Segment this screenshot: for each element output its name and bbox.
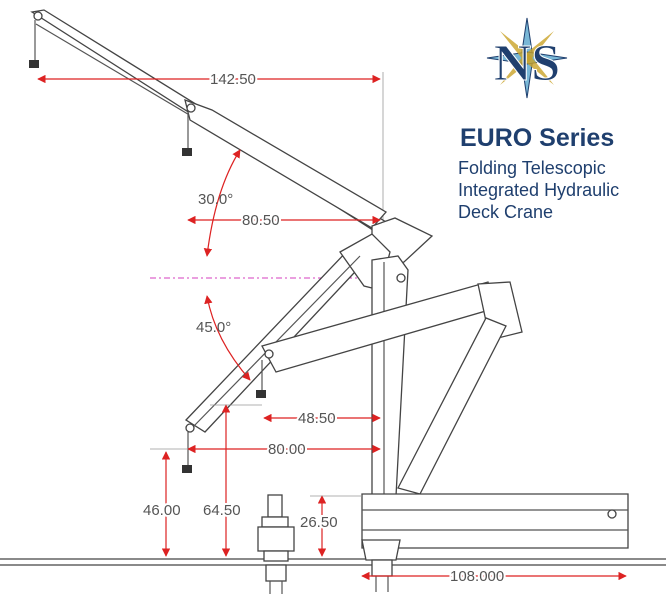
dim-reach-upper: 80.50	[242, 212, 280, 229]
logo-letters: NS	[494, 35, 560, 92]
dim-height-hook-low: 46.00	[143, 502, 181, 519]
boom-position-low	[256, 281, 523, 495]
deck-line	[0, 558, 666, 566]
boom-position-upper	[29, 9, 434, 271]
dim-stowed-length: 108.000	[450, 568, 504, 585]
subtitle-line-3: Deck Crane	[458, 202, 553, 222]
dim-height-hook-mid: 64.50	[203, 502, 241, 519]
dim-angle-upper: 30.0°	[198, 191, 233, 208]
dim-reach-max: 142.50	[210, 71, 256, 88]
series-title: EURO Series	[460, 124, 614, 152]
subtitle-line-1: Folding Telescopic	[458, 158, 606, 178]
dimension-lines	[37, 74, 627, 581]
compass-logo: NS	[486, 17, 568, 99]
dim-reach-mid-short: 48.50	[298, 410, 336, 427]
dim-reach-mid: 80.00	[268, 441, 306, 458]
dim-height-base: 26.50	[300, 514, 338, 531]
boom-position-stowed	[361, 493, 629, 592]
subtitle-line-2: Integrated Hydraulic	[458, 180, 619, 200]
crane-pedestal	[257, 494, 295, 594]
dim-angle-mid: 45.0°	[196, 319, 231, 336]
